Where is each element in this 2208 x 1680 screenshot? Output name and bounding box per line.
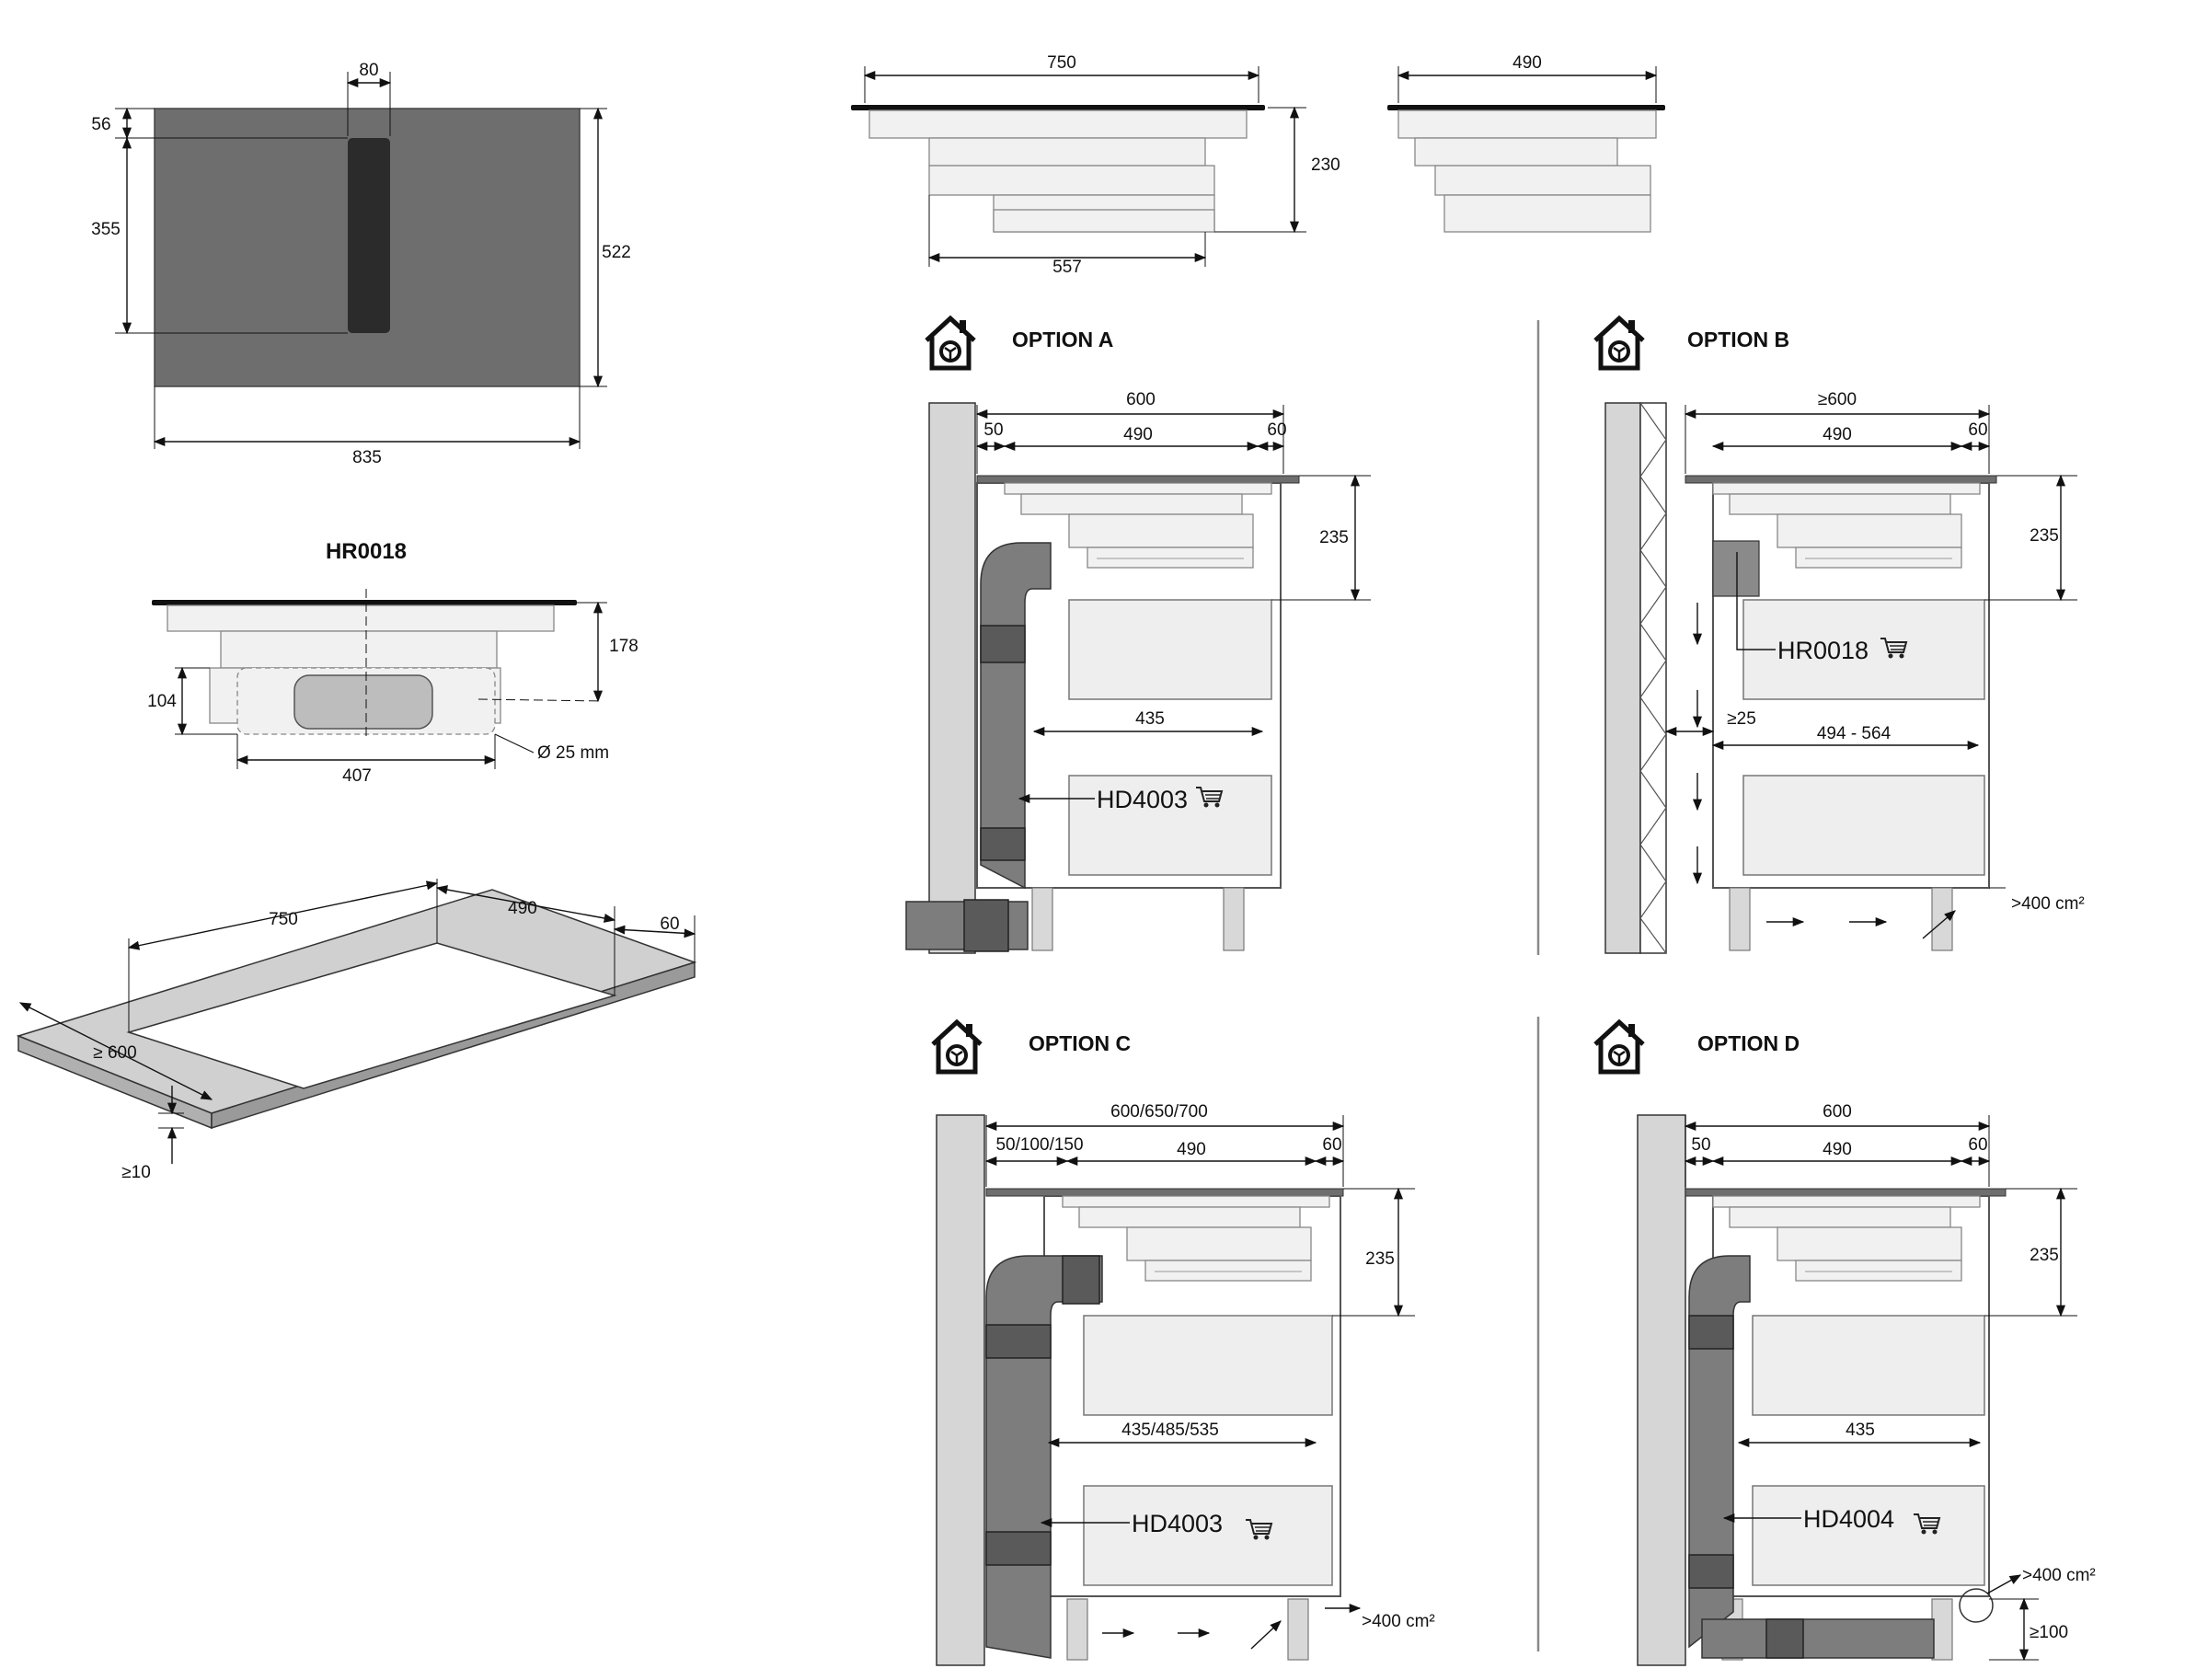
dim-cutout-length: 750 [269, 910, 298, 929]
option-b-vent: >400 cm² [2011, 894, 2085, 914]
option-a-dim-front: 60 [1267, 420, 1286, 440]
option-b-dim-cutout: 490 [1823, 425, 1852, 444]
dim-width: 835 [352, 448, 382, 467]
option-c-dim-inner: 435/485/535 [1121, 1421, 1219, 1440]
option-b-dim-front: 60 [1968, 420, 1987, 440]
option-d-dim-inner: 435 [1846, 1421, 1875, 1440]
hob-glass-edge [152, 600, 577, 605]
side-view: 490 [1387, 53, 1665, 233]
option-a-part: HD4003 [1097, 786, 1188, 813]
top-view: 80 56 355 522 835 [91, 61, 631, 467]
option-a-dim-total: 600 [1126, 390, 1156, 409]
house-extraction-icon [933, 1022, 981, 1072]
cutout-view: 750 490 60 ≥ 600 ≥10 [16, 879, 697, 1182]
option-a: OPTION A 600 50 490 60 235 435 HD4003 [905, 318, 1371, 954]
option-d-dim-cutout: 490 [1823, 1140, 1852, 1159]
option-b-part: HR0018 [1777, 637, 1869, 664]
option-c-part: HD4003 [1132, 1510, 1223, 1537]
hr0018-title: HR0018 [326, 539, 407, 564]
dim-front-unit: 557 [1052, 258, 1082, 277]
dim-cutout-edge: 60 [660, 915, 679, 934]
option-d-dim-back: 50 [1691, 1135, 1710, 1155]
house-extraction-icon [1595, 318, 1643, 368]
dim-hr-length: 407 [342, 766, 372, 786]
option-a-dim-inner: 435 [1135, 709, 1165, 729]
dim-hr-diameter: Ø 25 mm [537, 743, 609, 763]
vent-slot [348, 138, 390, 333]
option-b-dim-total: ≥600 [1818, 390, 1857, 409]
dim-height: 522 [602, 243, 631, 262]
option-a-title: OPTION A [1012, 328, 1113, 351]
option-c-vent: >400 cm² [1362, 1612, 1435, 1631]
dim-vent-top: 56 [91, 115, 110, 134]
option-d-dim-plinth: ≥100 [2030, 1623, 2068, 1642]
dim-vent-length: 355 [91, 220, 121, 239]
option-d-dim-height: 235 [2030, 1246, 2059, 1265]
dim-vent-width: 80 [359, 61, 378, 80]
option-b: OPTION B ≥600 490 60 235 ≥25 494 - 564 H… [1595, 318, 2085, 954]
house-extraction-icon [1595, 1022, 1643, 1072]
dim-hr-height: 178 [609, 637, 638, 656]
option-b-title: OPTION B [1687, 328, 1789, 351]
option-c: OPTION C 600/650/700 50/100/150 490 60 2… [933, 1022, 1435, 1666]
dim-side-depth: 490 [1512, 53, 1542, 73]
option-c-dim-total: 600/650/700 [1110, 1102, 1208, 1122]
option-c-dim-back: 50/100/150 [995, 1135, 1083, 1155]
hr0018-view: HR0018 178 104 407 Ø 25 mm [147, 539, 638, 786]
option-a-dim-cutout: 490 [1123, 425, 1153, 444]
option-b-dim-height: 235 [2030, 526, 2059, 546]
option-b-dim-gap: ≥25 [1727, 709, 1756, 729]
dim-worktop-thickness: ≥10 [121, 1163, 151, 1182]
dim-cutout-depth: 490 [508, 899, 537, 918]
dim-front-width: 750 [1047, 53, 1076, 73]
option-b-dim-inner: 494 - 564 [1817, 724, 1892, 743]
option-d-part: HD4004 [1803, 1505, 1894, 1533]
option-d-vent: >400 cm² [2022, 1566, 2096, 1585]
dim-hr-body: 104 [147, 692, 177, 711]
option-d-dim-front: 60 [1968, 1135, 1987, 1155]
front-view: 750 230 557 [851, 53, 1340, 277]
option-c-dim-cutout: 490 [1177, 1140, 1206, 1159]
option-c-dim-front: 60 [1322, 1135, 1341, 1155]
house-recirculation-icon [926, 318, 974, 368]
dim-worktop-depth: ≥ 600 [93, 1043, 136, 1063]
option-c-dim-height: 235 [1365, 1249, 1395, 1269]
option-a-dim-height: 235 [1319, 528, 1349, 547]
dim-front-height: 230 [1311, 155, 1340, 175]
option-d-dim-total: 600 [1823, 1102, 1852, 1122]
option-a-dim-back: 50 [983, 420, 1003, 440]
option-d: OPTION D 600 50 490 60 235 435 HD4004 [1595, 1022, 2096, 1666]
option-c-title: OPTION C [1029, 1031, 1131, 1055]
option-d-title: OPTION D [1697, 1031, 1800, 1055]
